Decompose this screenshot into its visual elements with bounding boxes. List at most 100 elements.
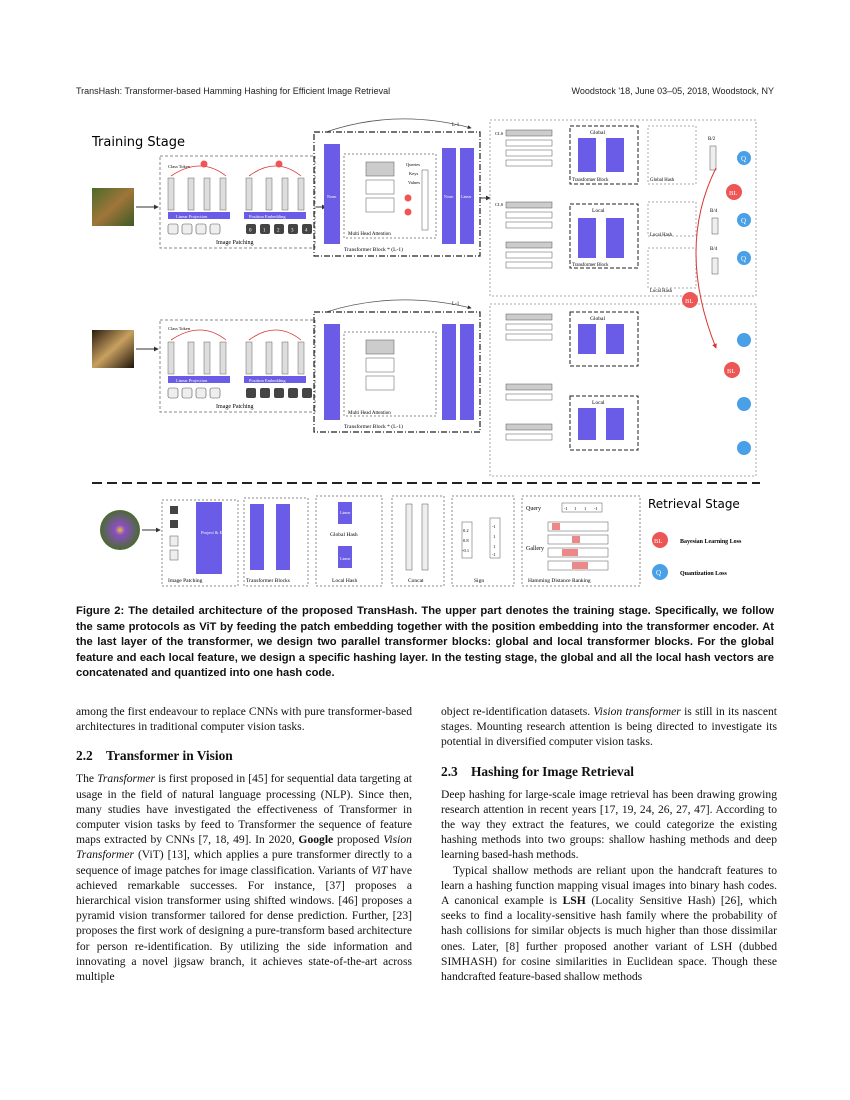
sign-out: 1 xyxy=(493,534,495,539)
running-header-venue: Woodstock '18, June 03–05, 2018, Woodsto… xyxy=(571,86,774,96)
sign-label: Sign xyxy=(474,578,484,584)
query-label: Query xyxy=(526,506,541,512)
transformer-block-label: Transformer Block xyxy=(572,263,609,268)
cls-label: CLS xyxy=(495,202,504,207)
token-columns-2 xyxy=(167,341,305,375)
q-label: Q xyxy=(741,217,746,225)
global-hash-label: Global Hash xyxy=(650,178,675,183)
paragraph: among the first endeavour to replace CNN… xyxy=(76,705,412,734)
gallery-codes xyxy=(547,521,609,571)
global-label: Global xyxy=(590,316,605,322)
text-run-italic: Transformer xyxy=(97,772,156,786)
text-run: (Locality Sensitive Hash) [26], which se… xyxy=(441,894,778,984)
paragraph: Deep hashing for large-scale image retri… xyxy=(441,787,777,862)
retrieval-stage-title: Retrieval Stage xyxy=(648,497,740,511)
paragraph: object re-identification datasets. Visio… xyxy=(441,704,777,750)
text-run: The xyxy=(76,772,98,786)
text-run: proposed xyxy=(333,833,384,847)
b2-label: B/2 xyxy=(708,137,716,142)
legend-q-label: Quantization Loss xyxy=(680,571,728,577)
sign-out: 1 xyxy=(493,544,495,549)
section-title: Transformer in Vision xyxy=(106,748,233,764)
patch-num: 3 xyxy=(291,229,294,234)
patch-icons-2 xyxy=(167,387,312,399)
query-image-flower xyxy=(100,510,140,550)
linear-projection-label-2: Linear Projection xyxy=(176,378,208,383)
token-columns-1 xyxy=(167,177,305,211)
global-branch-1: CLS Global Transformer Block Global Hash… xyxy=(495,125,751,185)
query-code-bit: 1 xyxy=(574,506,576,511)
query-code-bit: -1 xyxy=(594,506,598,511)
global-hash-label: Global Hash xyxy=(330,532,358,538)
layer-label-1: L-1 xyxy=(452,123,460,128)
sign-out: -1 xyxy=(492,552,496,557)
mha-box-1 xyxy=(343,153,437,239)
text-run-italic: Vision Transformer xyxy=(76,833,412,862)
patch-icons-1 xyxy=(167,223,312,235)
linear-label: Linear xyxy=(340,510,351,515)
project-embed-label: Project & Embed xyxy=(201,530,233,535)
position-embedding-bar-2 xyxy=(244,376,306,383)
bl-label: BL xyxy=(654,538,662,545)
b4-label: B/4 xyxy=(710,247,718,252)
image-patching-box-1 xyxy=(159,155,316,249)
gallery-label: Gallery xyxy=(526,546,544,552)
linear-projection-bar-1 xyxy=(168,212,230,219)
transformer-block-label: Transformer Block xyxy=(572,178,609,183)
input-image-flower xyxy=(92,188,134,226)
position-embedding-label-1: Position Embedding xyxy=(249,214,286,219)
global-label: Global xyxy=(590,130,605,136)
linear-label: Linear xyxy=(461,194,472,199)
linear-bar-1 xyxy=(460,148,474,244)
local-hash-label: Local Hash xyxy=(650,233,673,238)
patch-num: 2 xyxy=(277,229,280,234)
query-code-bit: -1 xyxy=(564,506,568,511)
text-run-bold: LSH xyxy=(562,894,586,908)
transformer-block-box-2 xyxy=(313,311,481,433)
branches-box-2 xyxy=(489,303,757,477)
input-image-cat xyxy=(92,330,134,368)
transformer-blocks-label: Transformer Blocks xyxy=(246,577,290,584)
bayesian-loss-node xyxy=(726,184,742,200)
figure-caption: Figure 2: The detailed architecture of t… xyxy=(76,605,774,680)
position-embedding-label-2: Position Embedding xyxy=(249,378,286,383)
patch-num: 4 xyxy=(305,229,308,234)
section-number: 2.2 xyxy=(76,748,93,764)
cls-label: CLS xyxy=(495,131,504,136)
patch-num: 1 xyxy=(263,229,266,234)
patch-num: 0 xyxy=(249,229,252,234)
bl-label: BL xyxy=(727,368,735,375)
text-run: have achieved remarkable successes. For … xyxy=(76,863,412,984)
image-patching-box-2 xyxy=(159,319,316,413)
norm-label: Norm xyxy=(327,194,337,199)
text-run-italic: ViT xyxy=(371,863,388,877)
section-title: Hashing for Image Retrieval xyxy=(471,763,635,779)
class-token-label-1: Class Token xyxy=(168,164,191,169)
tblock-label-2: Transformer Block * (L-1) xyxy=(344,423,403,430)
q-label: Q xyxy=(741,255,746,263)
text-run: (ViT) [13], which applies a pure transfo… xyxy=(76,848,412,877)
sign-value: 0.8 xyxy=(463,538,469,543)
text-run: is first proposed in [45] for sequential… xyxy=(76,772,412,847)
transformer-block-box-1 xyxy=(313,131,481,257)
section-heading-2-2: 2.2 Transformer in Vision xyxy=(76,748,412,764)
norm-bar-1 xyxy=(324,144,340,244)
q-label: Q xyxy=(656,569,661,577)
bl-label: BL xyxy=(729,190,737,197)
bl-label: BL xyxy=(685,298,693,305)
linear-label: Linear xyxy=(340,556,351,561)
training-stage-title: Training Stage xyxy=(91,135,185,150)
concat-label: Concat xyxy=(408,578,424,584)
local-label: Local xyxy=(592,400,605,406)
quantization-loss-node xyxy=(737,151,751,165)
image-patching-label-2: Image Patching xyxy=(216,404,254,410)
text-run: Typical shallow methods are reliant upon… xyxy=(441,863,777,908)
branches-box-1 xyxy=(489,119,757,297)
norm-label: Norm xyxy=(444,194,454,199)
image-patching-label-3: Image Patching xyxy=(168,578,203,584)
local-hash-label: Local Hash xyxy=(332,578,357,584)
q-label: Q xyxy=(741,155,746,163)
paragraph: Typical shallow methods are reliant upon… xyxy=(441,863,777,985)
b4-label: B/4 xyxy=(710,209,718,214)
linear-projection-label-1: Linear Projection xyxy=(176,214,208,219)
